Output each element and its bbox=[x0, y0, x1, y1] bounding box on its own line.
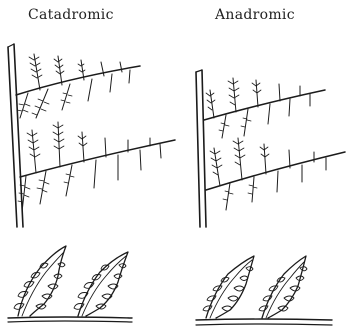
anadromic-rachis bbox=[196, 70, 206, 227]
anadromic-pinnule-detail bbox=[196, 256, 332, 325]
anadromic-frond-diagram bbox=[196, 70, 345, 227]
catadromic-upper-pinna bbox=[16, 54, 140, 118]
catadromic-lower-pinna bbox=[18, 122, 175, 212]
catadromic-pinnule-detail bbox=[8, 246, 132, 322]
catadromic-rachis bbox=[8, 44, 23, 227]
anadromic-upper-pinna bbox=[204, 78, 325, 138]
anadromic-lower-pinna bbox=[206, 138, 345, 210]
catadromic-frond-diagram bbox=[8, 44, 175, 227]
